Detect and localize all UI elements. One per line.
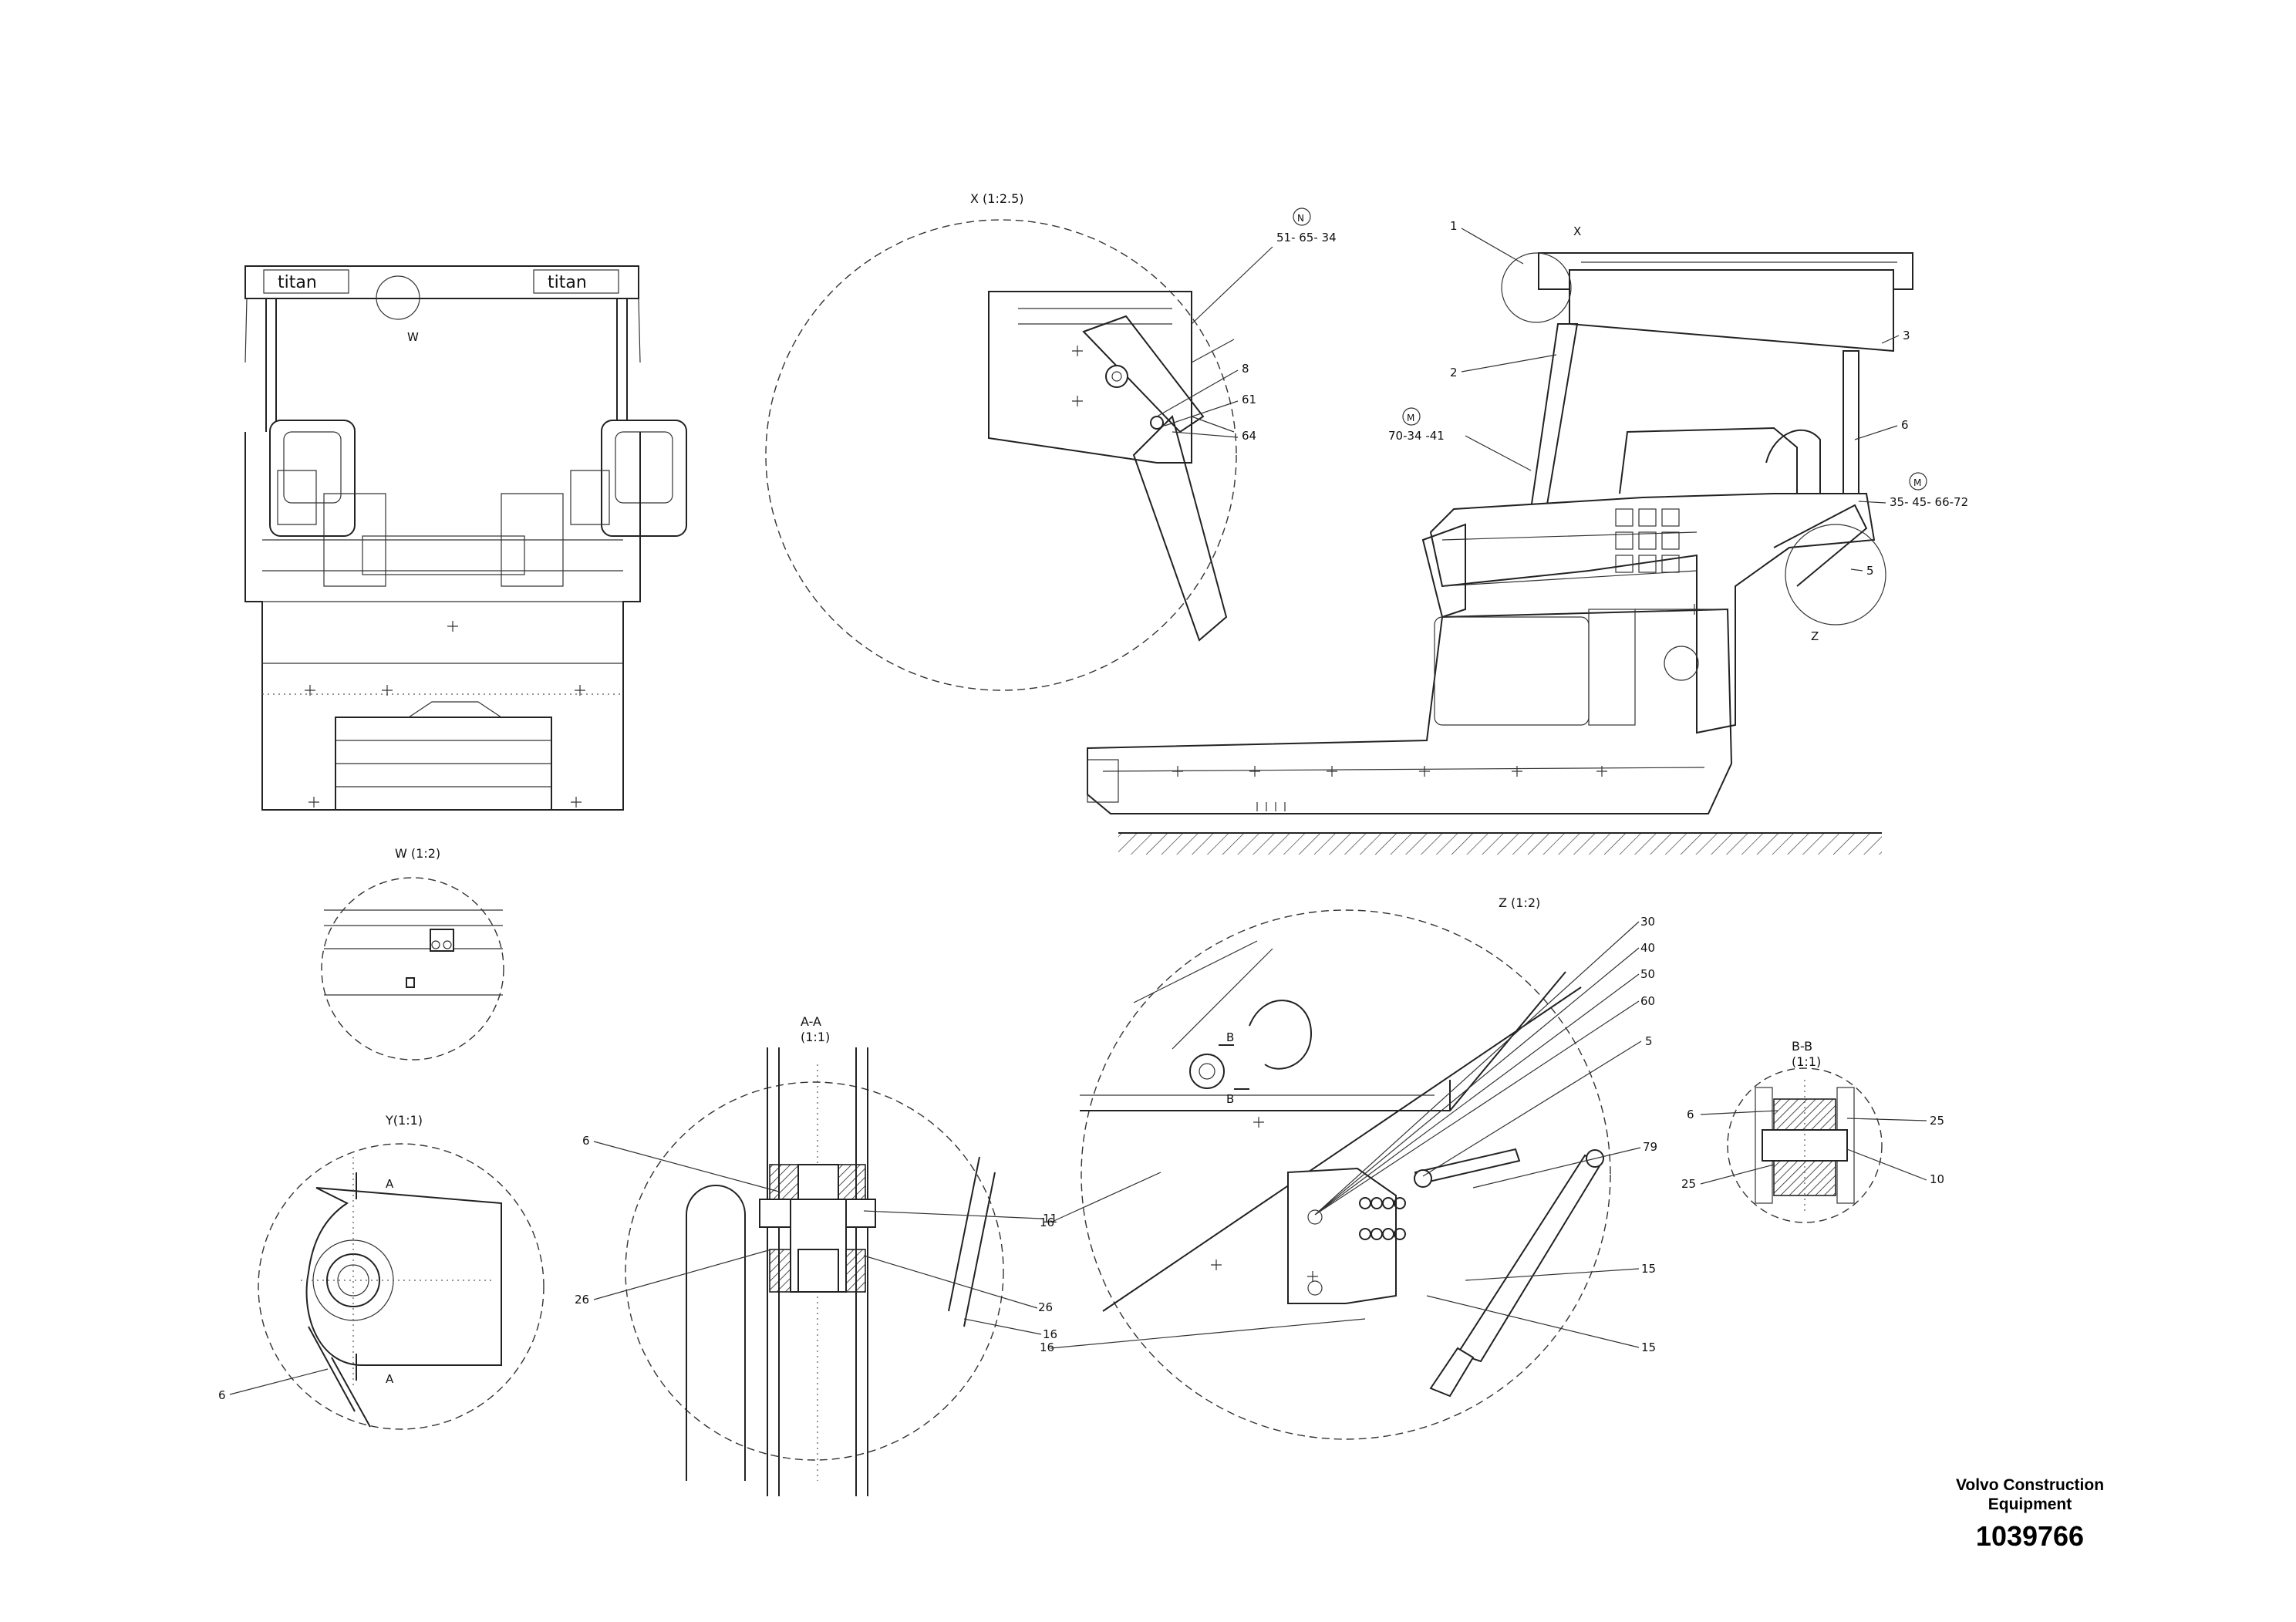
callout-x-8: 8 [1242,362,1249,376]
detail-z: Z (1:2) B B 30 40 50 60 5 [1040,895,1657,1440]
detail-aa: A-A (1:1) 6 26 11 26 16 [575,1014,1057,1496]
callout-aa-26-left: 26 [575,1293,589,1307]
callout-side-1: 1 [1450,219,1458,233]
callout-x-61: 61 [1242,393,1256,406]
callout-aa-16: 16 [1043,1327,1057,1341]
company-name-line1: Volvo Construction [1956,1476,2104,1494]
side-ref-marker-2: M [1913,477,1921,488]
callout-z-16-top: 16 [1040,1216,1054,1229]
front-decal-right: titan [548,273,587,292]
callout-side-2: 2 [1450,366,1458,379]
detail-y-title: Y(1:1) [385,1113,423,1128]
callout-x-64: 64 [1242,429,1256,443]
drawing-number: 1039766 [1976,1520,2084,1552]
callout-z-16-bottom: 16 [1040,1340,1054,1354]
side-ref-marker-1: M [1407,413,1414,423]
callout-z-15-b: 15 [1641,1340,1656,1354]
callout-bb-10: 10 [1930,1172,1944,1186]
callout-z-79: 79 [1643,1140,1657,1154]
detail-w-title: W (1:2) [395,846,440,861]
detail-bb: B-B (1:1) 6 25 25 10 [1681,1039,1944,1223]
detail-z-title: Z (1:2) [1499,895,1540,910]
front-decal-left: titan [278,273,317,292]
callout-z-60: 60 [1640,994,1655,1008]
callout-aa-11: 11 [1043,1212,1057,1226]
callout-z-40: 40 [1640,941,1655,955]
side-ref-x: X [1573,224,1581,238]
side-ref-code-2: 35- 45- 66-72 [1890,495,1968,509]
callout-side-3: 3 [1903,329,1910,342]
detail-x-title: X (1:2.5) [970,191,1024,206]
front-view: titan titan W [244,265,687,811]
detail-aa-scale: (1:1) [801,1030,830,1044]
callout-side-6: 6 [1901,418,1909,432]
detail-aa-title: A-A [801,1014,821,1029]
callout-bb-25-left: 25 [1681,1177,1696,1191]
detail-x: X (1:2.5) N 51- 65- 34 8 61 64 [765,191,1337,691]
detail-x-ref-code: 51- 65- 34 [1276,231,1337,244]
detail-bb-title: B-B [1792,1039,1812,1054]
callout-bb-6: 6 [1687,1108,1694,1121]
detail-w: W (1:2) [321,846,504,1061]
detail-x-ref-marker: N [1297,213,1304,224]
side-view: X Z [1087,219,1968,855]
company-name-line2: Equipment [1988,1496,2072,1513]
callout-z-15-a: 15 [1641,1262,1656,1276]
callout-aa-6: 6 [582,1134,590,1148]
callout-z-5: 5 [1645,1034,1653,1048]
callout-aa-26-right: 26 [1038,1300,1053,1314]
callout-z-30: 30 [1640,915,1655,929]
section-mark-b-bottom: B [1226,1092,1234,1106]
detail-y: Y(1:1) A A 6 [218,1113,544,1430]
section-mark-a-top: A [386,1177,394,1191]
callout-y-6: 6 [218,1388,226,1402]
callout-z-50: 50 [1640,967,1655,981]
side-ref-code-1: 70-34 -41 [1388,429,1445,443]
detail-bb-scale: (1:1) [1792,1054,1821,1069]
side-ref-z: Z [1811,629,1819,643]
callout-side-5: 5 [1866,564,1874,578]
callout-bb-25-right: 25 [1930,1114,1944,1128]
section-mark-b-top: B [1226,1030,1234,1044]
section-mark-a-bottom: A [386,1372,394,1386]
title-block: Volvo Construction Equipment 1039766 [1956,1476,2104,1552]
front-ref-w: W [407,330,419,344]
